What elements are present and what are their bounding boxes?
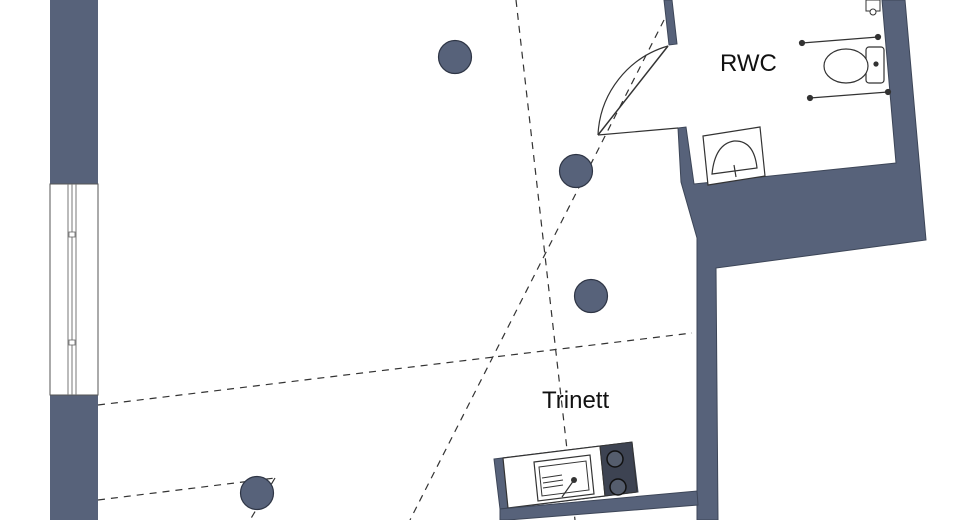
left-wall-upper [50,0,98,184]
grab-bars [798,33,892,102]
ceiling-light [573,278,609,314]
wall-fixture-icon [865,0,881,16]
rwc-door [597,45,679,136]
room-label-rwc: RWC [720,50,777,77]
room-label-trinett: Trinett [542,387,609,414]
right-wall [663,0,927,520]
section-lines [97,0,693,520]
ceiling-light [558,153,594,189]
window [49,183,99,396]
ceiling-light [239,475,275,511]
toilet [823,46,885,84]
bathroom-sink [702,126,766,186]
ceiling-light [437,39,473,75]
kitchenette [493,441,699,520]
ceiling-lights [239,39,609,511]
left-wall-lower [50,395,98,520]
